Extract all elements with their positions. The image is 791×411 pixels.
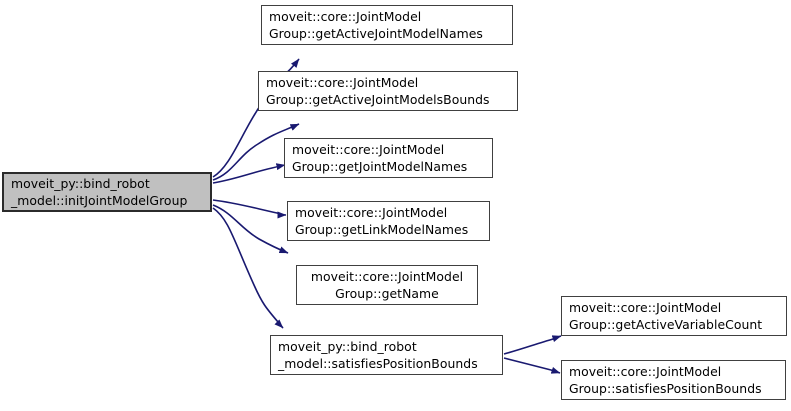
graph-node-get-link-model-names[interactable]: moveit::core::JointModel Group::getLinkM… [287, 201, 490, 241]
node-label-line2: Group::getActiveJointModelNames [269, 26, 483, 41]
node-label-line1: moveit::core::JointModel [269, 9, 422, 24]
graph-node-get-joint-model-names[interactable]: moveit::core::JointModel Group::getJoint… [284, 138, 493, 178]
node-label-line1: moveit::core::JointModel [295, 205, 448, 220]
node-label-line2: Group::getJointModelNames [292, 159, 468, 174]
graph-edge [212, 163, 286, 184]
graph-node-get-active-variable-count[interactable]: moveit::core::JointModel Group::getActiv… [561, 296, 787, 336]
graph-node-satisfies-position-bounds-core[interactable]: moveit::core::JointModel Group::satisfie… [561, 360, 786, 400]
graph-node-get-name[interactable]: moveit::core::JointModel Group::getName [296, 265, 478, 305]
node-label-line1: moveit_py::bind_robot [11, 176, 150, 191]
graph-node-satisfies-position-bounds-py[interactable]: moveit_py::bind_robot _model::satisfiesP… [270, 335, 503, 375]
node-label-line1: moveit::core::JointModel [569, 364, 722, 379]
graph-node-get-active-joint-model-names[interactable]: moveit::core::JointModel Group::getActiv… [261, 5, 513, 45]
node-label-line1: moveit::core::JointModel [569, 300, 722, 315]
node-label-line2: Group::getActiveVariableCount [569, 317, 763, 332]
node-label-line1: moveit::core::JointModel [266, 75, 419, 90]
graph-edge [212, 204, 289, 254]
node-label-line2: _model::initJointModelGroup [11, 193, 188, 208]
graph-edge [503, 335, 562, 355]
node-label-line2: Group::getName [335, 286, 439, 301]
graph-edge [212, 207, 284, 329]
node-label-line2: Group::satisfiesPositionBounds [569, 381, 762, 396]
node-label-line2: Group::getActiveJointModelsBounds [266, 92, 490, 107]
node-label-line1: moveit_py::bind_robot [278, 339, 417, 354]
graph-node-root[interactable]: moveit_py::bind_robot _model::initJointM… [2, 172, 212, 212]
node-label-line1: moveit::core::JointModel [310, 269, 464, 284]
node-label-line2: Group::getLinkModelNames [295, 222, 469, 237]
graph-node-get-active-joint-models-bounds[interactable]: moveit::core::JointModel Group::getActiv… [258, 71, 518, 111]
graph-edge [212, 199, 287, 219]
graph-edge [503, 357, 561, 374]
node-label-line1: moveit::core::JointModel [292, 142, 445, 157]
node-label-line2: _model::satisfiesPositionBounds [278, 356, 478, 371]
